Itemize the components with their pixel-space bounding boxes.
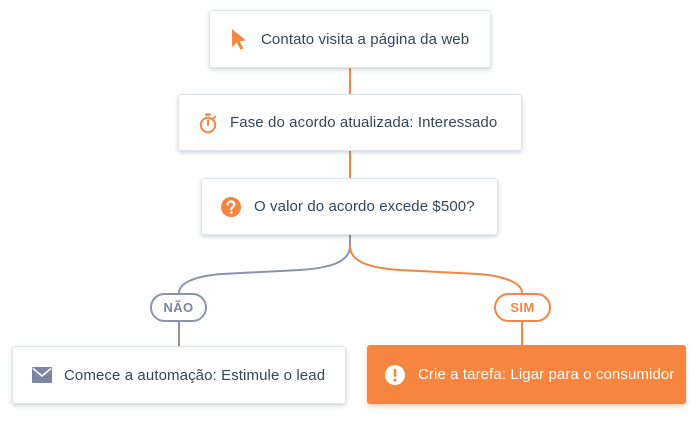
node-label: Fase do acordo atualizada: Interessado (230, 114, 498, 131)
node-label: Comece a automação: Estimule o lead (64, 366, 326, 384)
start-nurture-automation-node[interactable]: Comece a automação: Estimule o lead (12, 346, 346, 404)
cursor-icon (229, 28, 249, 50)
branch-no-pill: NÃO (150, 293, 207, 322)
stopwatch-icon (198, 112, 218, 134)
deal-value-question-node[interactable]: O valor do acordo excede $500? (201, 178, 498, 235)
node-label: Crie a tarefa: Ligar para o consumidor (418, 366, 675, 383)
create-call-task-node[interactable]: Crie a tarefa: Ligar para o consumidor (367, 345, 686, 404)
node-label: O valor do acordo excede $500? (254, 198, 475, 215)
envelope-icon (32, 367, 52, 383)
node-label: Contato visita a página da web (261, 30, 470, 48)
connector-branch-yes (349, 245, 523, 294)
connector-branch-no (178, 235, 351, 294)
trigger-page-visit-node[interactable]: Contato visita a página da web (209, 10, 491, 68)
deal-stage-updated-node[interactable]: Fase do acordo atualizada: Interessado (178, 94, 522, 151)
question-icon (220, 196, 242, 218)
branch-yes-pill: SIM (494, 293, 551, 322)
alert-icon (384, 364, 406, 386)
